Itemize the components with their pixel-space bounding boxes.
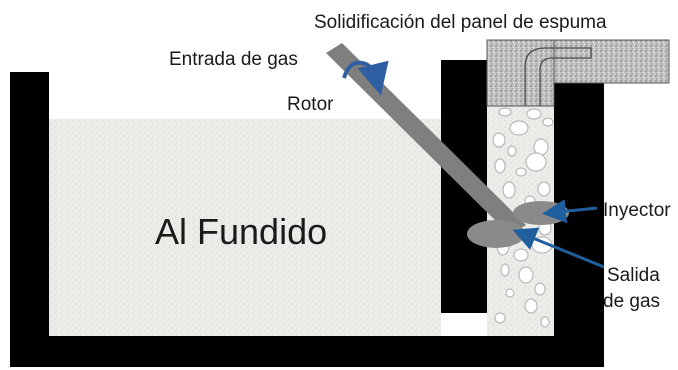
- gas-outlet-label-line1: Salida: [607, 265, 660, 286]
- foam-panel: [486, 39, 670, 107]
- molten-aluminum-bath: [49, 119, 441, 336]
- bubble: [505, 288, 515, 298]
- crucible-bottom: [10, 336, 604, 367]
- bubble: [494, 312, 506, 324]
- foam-panel-guide-line: [524, 47, 592, 106]
- crucible-left-wall: [10, 72, 49, 367]
- injector-pointer-arrow: [542, 199, 598, 224]
- bubble: [534, 282, 546, 296]
- gas-outlet-label-line2: de gas: [603, 291, 660, 312]
- bubble: [518, 266, 534, 284]
- foam-panel-label: Solidificación del panel de espuma: [314, 12, 607, 33]
- bubble: [509, 120, 529, 136]
- bubble: [502, 181, 516, 199]
- bubble: [513, 248, 529, 262]
- foam-panel-vertical: [486, 39, 555, 107]
- gas-outlet-pointer-arrow: [512, 227, 605, 269]
- bubble: [537, 181, 551, 197]
- bubble: [498, 107, 512, 117]
- rotor-rotation-arrow: [342, 60, 389, 96]
- bubble: [540, 316, 550, 328]
- bubble: [515, 167, 527, 177]
- injector-label: Inyector: [603, 200, 671, 221]
- rotor-label: Rotor: [287, 94, 334, 115]
- bubble: [526, 108, 542, 120]
- molten-al-label: Al Fundido: [155, 211, 327, 252]
- injector-head-lower: [467, 220, 525, 248]
- bubble: [494, 158, 506, 174]
- bubble: [524, 298, 538, 314]
- bubble: [542, 117, 554, 127]
- bubble: [492, 132, 506, 148]
- bubble: [525, 152, 547, 172]
- gas-inlet-label: Entrada de gas: [169, 49, 298, 70]
- bubble: [507, 145, 517, 157]
- bubble: [500, 263, 510, 277]
